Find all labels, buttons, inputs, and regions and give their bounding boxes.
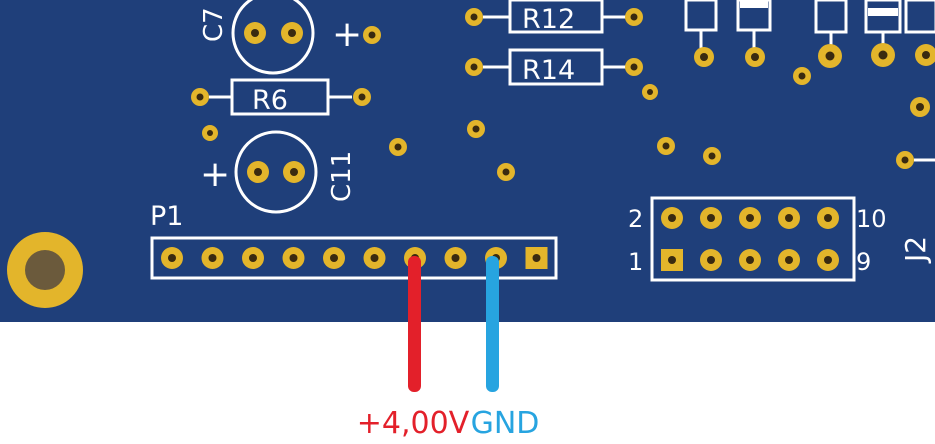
ground-label: GND bbox=[471, 406, 540, 441]
pin-header-icon bbox=[150, 236, 558, 280]
j2-pin bbox=[817, 249, 839, 271]
r12-label: R12 bbox=[522, 4, 575, 35]
c7-label: C7 bbox=[199, 7, 229, 42]
p1-pin bbox=[282, 247, 305, 269]
j2-pin2-label: 2 bbox=[628, 205, 643, 233]
j2-pin bbox=[778, 207, 800, 229]
resistor-r12: R12 bbox=[465, 0, 643, 35]
p1-pin bbox=[444, 247, 467, 269]
c11-label: C11 bbox=[327, 151, 357, 202]
p1-pin bbox=[363, 247, 386, 269]
j2-pin bbox=[817, 207, 839, 229]
ground-wire bbox=[486, 256, 499, 392]
c11-plus-label: + bbox=[200, 154, 230, 195]
capacitor-c11: + C11 bbox=[200, 125, 407, 214]
vias bbox=[467, 67, 935, 181]
r14-label: R14 bbox=[522, 55, 575, 86]
j2-pin bbox=[661, 249, 683, 271]
j2-pin bbox=[661, 207, 683, 229]
p1-pin bbox=[525, 247, 548, 269]
capacitor-c7: + C7 bbox=[199, 0, 381, 75]
j2-pin bbox=[739, 249, 761, 271]
p1-pin bbox=[323, 247, 345, 269]
mounting-hole-icon bbox=[7, 232, 83, 308]
r6-label: R6 bbox=[252, 85, 288, 116]
resistor-r14: R14 bbox=[465, 48, 658, 100]
j2-pin bbox=[739, 207, 761, 229]
j2-pin10-label: 10 bbox=[856, 205, 887, 233]
j2-header: 2 1 10 9 J2 bbox=[628, 196, 932, 282]
positive-voltage-label: +4,00V bbox=[357, 406, 470, 441]
p1-header: P1 bbox=[150, 201, 558, 280]
j2-pin1-label: 1 bbox=[628, 248, 643, 276]
p1-label: P1 bbox=[150, 201, 183, 232]
pcb-board bbox=[0, 0, 935, 322]
p1-pin bbox=[201, 247, 224, 269]
j2-pin9-label: 9 bbox=[856, 248, 871, 276]
c7-plus-label: + bbox=[332, 14, 362, 55]
diode-components bbox=[684, 0, 935, 68]
j2-pin bbox=[700, 249, 722, 271]
p1-pin bbox=[242, 247, 264, 269]
p1-pin bbox=[161, 247, 183, 269]
j2-label: J2 bbox=[899, 236, 932, 264]
resistor-r6: R6 bbox=[191, 78, 371, 116]
j2-pin bbox=[700, 207, 722, 229]
j2-pin bbox=[778, 249, 800, 271]
positive-wire bbox=[408, 256, 421, 392]
